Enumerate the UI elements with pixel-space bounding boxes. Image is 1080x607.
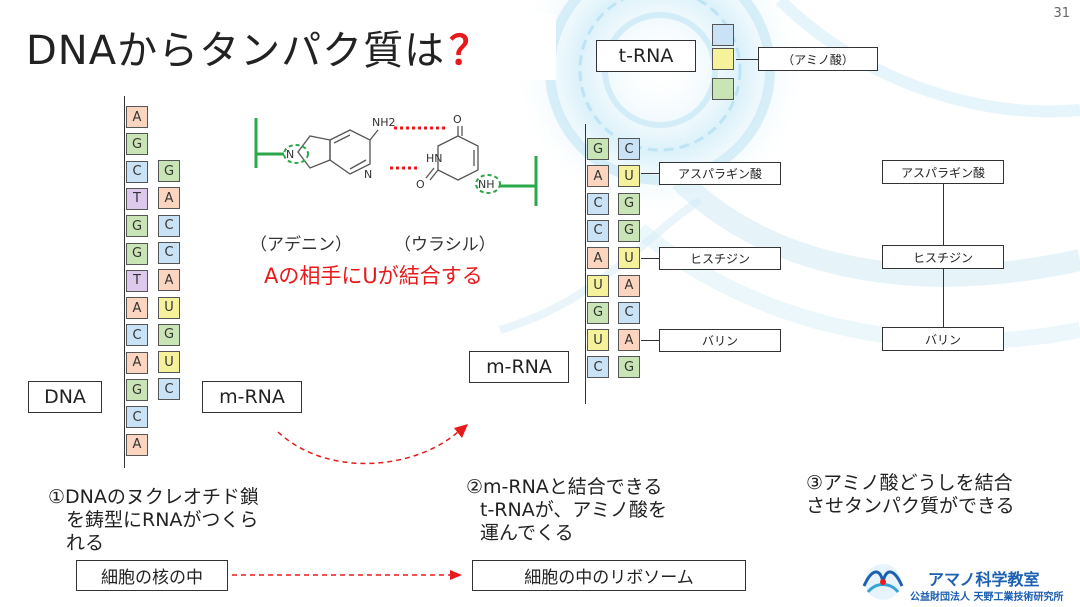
dna-mrna-base-8: U (158, 351, 180, 374)
trna-key-cell-top (712, 24, 734, 46)
pair-caption: Aの相手にUが結合する (264, 264, 483, 288)
dna-mrna-base-4: C (158, 241, 180, 264)
dna-mrna-base-7: G (158, 323, 180, 346)
dna-base-7: T (126, 269, 148, 292)
atom-nh: NH (478, 178, 495, 191)
mrna-label-right: m-RNA (469, 351, 569, 383)
page-title: DNAからタンパク質は？ (20, 14, 556, 80)
ribosome-trna-base-7: C (618, 301, 640, 324)
chain-amino-acid-3: バリン (882, 327, 1004, 351)
trna-key-cell-bottom (712, 78, 734, 100)
step-1-line-3: れる (66, 532, 105, 554)
trna-amino-box: （アミノ酸） (758, 47, 878, 71)
ribosome-mrna-base-9: C (587, 356, 609, 379)
dna-base-12: C (126, 406, 148, 429)
dna-base-6: G (126, 242, 148, 265)
ribosome-amino-connector (641, 340, 659, 341)
adenine-label: （アデニン） (250, 235, 352, 255)
chain-amino-acid-1: アスパラギン酸 (882, 160, 1004, 184)
atom-o-top: O (453, 113, 462, 126)
ribosome-trna-base-1: C (618, 138, 640, 160)
nucleus-location-box: 細胞の核の中 (76, 560, 228, 591)
step-3-line-2: させタンパク質ができる (806, 495, 1015, 517)
ribosome-trna-base-3: G (618, 192, 640, 215)
dna-base-8: A (126, 297, 148, 320)
dna-base-4: T (126, 187, 148, 210)
dna-mrna-base-3: C (158, 214, 180, 237)
dna-base-1: A (126, 106, 148, 128)
dna-base-2: G (126, 133, 148, 156)
atom-o-bottom: O (416, 178, 425, 191)
ribosome-mrna-base-4: C (587, 219, 609, 242)
ribosome-mrna-base-6: U (587, 274, 609, 297)
dna-mrna-base-5: A (158, 269, 180, 292)
ribosome-trna-base-2: U (618, 165, 640, 188)
trna-key-cell-mid (712, 48, 734, 70)
dna-base-5: G (126, 215, 148, 238)
ribosome-mrna-base-7: G (587, 301, 609, 324)
ribosome-mrna-backbone (585, 124, 586, 404)
ribosome-mrna-base-3: C (587, 192, 609, 215)
mrna-label-left: m-RNA (202, 381, 302, 413)
step-3-text: ③アミノ酸どうしを結合 させタンパク質ができる (806, 472, 1015, 518)
ribosome-trna-base-4: G (618, 219, 640, 242)
atom-n-left: N (286, 148, 294, 161)
logo-org: 公益財団法人 天野工業技術研究所 (910, 592, 1064, 603)
ribosome-mrna-base-1: G (587, 138, 609, 160)
base-pair-molecule: NH2 N N HN O O NH (254, 113, 538, 206)
dna-base-10: A (126, 351, 148, 374)
slide-number: 31 (1053, 6, 1070, 21)
title-question-mark: ？ (449, 28, 491, 74)
ribosome-trna-base-9: G (618, 356, 640, 379)
trna-amino-text: （アミノ酸） (782, 52, 854, 67)
dna-mrna-base-1: G (158, 160, 180, 182)
dna-base-11: G (126, 379, 148, 401)
ribosome-amino-connector (641, 258, 659, 259)
ribosome-mrna-base-2: A (587, 165, 609, 188)
dna-base-9: C (126, 324, 148, 347)
step-3-line-1: ③アミノ酸どうしを結合 (806, 472, 1013, 494)
trna-label: t-RNA (596, 40, 696, 72)
logo-icon (862, 564, 904, 600)
atom-n-bottom: N (364, 168, 372, 181)
ribosome-amino-acid-1: アスパラギン酸 (659, 162, 781, 185)
ribosome-trna-base-8: A (618, 329, 640, 352)
uracil-label: （ウラシル） (394, 235, 496, 255)
step-1-line-1: ①DNAのヌクレオチド鎖 (48, 486, 259, 508)
ribosome-amino-acid-2: ヒスチジン (659, 247, 781, 270)
title-text: DNAからタンパク質は (26, 28, 446, 74)
mrna-label-right-text: m-RNA (486, 356, 552, 378)
atom-hn: HN (426, 152, 443, 165)
logo-name: アマノ科学教室 (928, 570, 1040, 589)
dna-base-13: A (126, 433, 148, 456)
ribosome-mrna-base-8: U (587, 329, 609, 352)
ribosome-mrna-base-5: A (587, 247, 609, 270)
step-2-line-3: 運んでくる (480, 522, 574, 544)
step-2-text: ②m-RNAと結合できる t-RNAが、アミノ酸を 運んでくる (466, 476, 667, 545)
trna-key-connector (736, 59, 758, 60)
atom-nh2: NH2 (372, 116, 396, 129)
dna-label-text: DNA (44, 386, 86, 408)
dna-base-3: C (126, 160, 148, 183)
step-2-line-2: t-RNAが、アミノ酸を (480, 499, 667, 521)
dna-backbone (124, 96, 125, 468)
dna-mrna-base-6: U (158, 296, 180, 319)
ribosome-trna-base-5: U (618, 247, 640, 270)
step-1-text: ①DNAのヌクレオチド鎖 を鋳型にRNAがつくら れる (48, 486, 259, 555)
dna-label: DNA (28, 381, 102, 413)
dna-mrna-base-9: C (158, 378, 180, 401)
ribosome-location-box: 細胞の中のリボソーム (472, 560, 746, 591)
mrna-label-left-text: m-RNA (219, 386, 285, 408)
ribosome-amino-connector (641, 173, 659, 174)
ribosome-trna-base-6: A (618, 274, 640, 297)
chain-amino-acid-2: ヒスチジン (882, 245, 1004, 269)
ribosome-amino-acid-3: バリン (659, 329, 781, 352)
nucleus-location-text: 細胞の核の中 (101, 568, 203, 588)
step-2-line-1: ②m-RNAと結合できる (466, 476, 663, 498)
trna-label-text: t-RNA (618, 45, 674, 67)
step-1-line-2: を鋳型にRNAがつくら (66, 509, 259, 531)
ribosome-location-text: 細胞の中のリボソーム (524, 568, 694, 588)
dna-mrna-base-2: A (158, 187, 180, 210)
